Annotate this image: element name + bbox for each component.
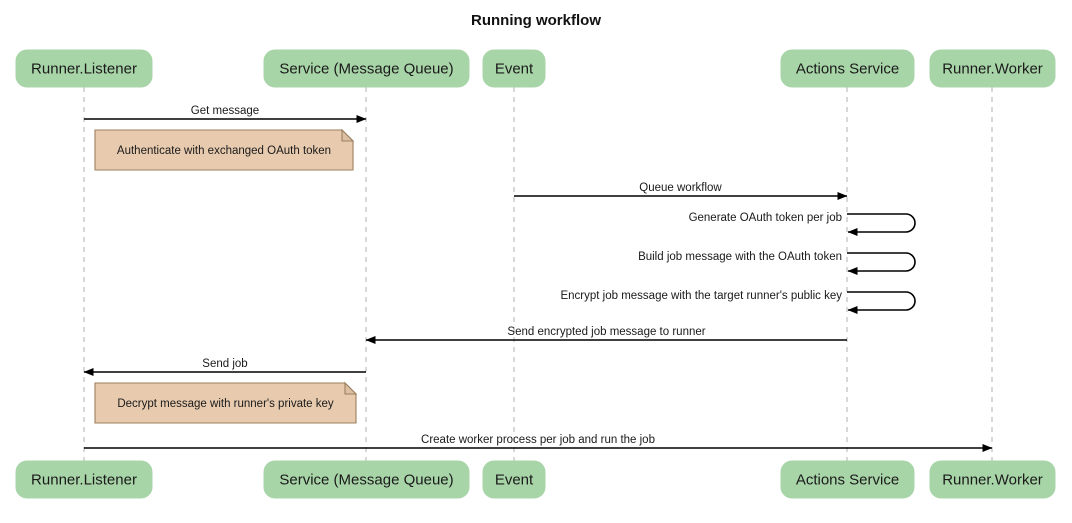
participant-label: Runner.Worker	[942, 471, 1043, 488]
message-create-worker-process-per-job-and-run-the-job[interactable]: Create worker process per job and run th…	[84, 434, 993, 452]
message-queue-workflow[interactable]: Queue workflow	[514, 182, 848, 200]
note-label: Authenticate with exchanged OAuth token	[117, 145, 331, 157]
note-label: Decrypt message with runner's private ke…	[117, 398, 334, 410]
message-send-encrypted-job-message-to-runner[interactable]: Send encrypted job message to runner	[365, 326, 847, 344]
note-authenticate: Authenticate with exchanged OAuth token	[94, 128, 355, 171]
participant-label: Event	[495, 60, 534, 77]
message-arrow	[847, 252, 916, 275]
participant-actions-service-top[interactable]: Actions Service	[780, 49, 915, 88]
message-label: Send job	[202, 358, 247, 370]
message-label: Encrypt job message with the target runn…	[560, 290, 842, 302]
participant-runner-worker-bottom[interactable]: Runner.Worker	[929, 460, 1056, 499]
message-generate-oauth-token-per-job[interactable]: Generate OAuth token per job	[689, 212, 916, 236]
message-get-message[interactable]: Get message	[84, 105, 367, 123]
participant-runner-listener-top[interactable]: Runner.Listener	[15, 49, 153, 88]
participant-event-bottom[interactable]: Event	[482, 460, 546, 499]
note-fold-corner-icon	[341, 128, 355, 142]
page-title: Running workflow	[471, 12, 601, 29]
participant-runner-worker-top[interactable]: Runner.Worker	[929, 49, 1056, 88]
message-arrow	[847, 291, 916, 314]
participant-label: Runner.Listener	[31, 471, 137, 488]
message-label: Build job message with the OAuth token	[638, 251, 842, 263]
note-decrypt: Decrypt message with runner's private ke…	[94, 381, 358, 424]
participant-service-mq-top[interactable]: Service (Message Queue)	[263, 49, 470, 88]
message-arrow	[847, 213, 916, 236]
participant-label: Runner.Listener	[31, 60, 137, 77]
participant-label: Service (Message Queue)	[279, 471, 453, 488]
participant-label: Service (Message Queue)	[279, 60, 453, 77]
message-label: Get message	[191, 105, 259, 117]
note-fold-corner-icon	[344, 381, 358, 395]
message-label: Queue workflow	[639, 182, 722, 194]
participant-label: Actions Service	[796, 60, 899, 77]
lifelines-layer	[83, 87, 993, 461]
message-label: Send encrypted job message to runner	[507, 326, 705, 338]
message-label: Create worker process per job and run th…	[421, 434, 655, 446]
message-encrypt-job-message-with-the-target-runners-public-key[interactable]: Encrypt job message with the target runn…	[560, 290, 916, 314]
note-body	[94, 382, 357, 424]
notes-layer: Authenticate with exchanged OAuth tokenD…	[94, 128, 358, 424]
participant-runner-listener-bottom[interactable]: Runner.Listener	[15, 460, 153, 499]
message-label: Generate OAuth token per job	[689, 212, 842, 224]
participant-event-top[interactable]: Event	[482, 49, 546, 88]
message-send-job[interactable]: Send job	[83, 358, 366, 376]
participant-service-mq-bottom[interactable]: Service (Message Queue)	[263, 460, 470, 499]
note-body	[94, 129, 354, 171]
participant-label: Runner.Worker	[942, 60, 1043, 77]
participant-label: Actions Service	[796, 471, 899, 488]
message-build-job-message-with-the-oauth-token[interactable]: Build job message with the OAuth token	[638, 251, 916, 275]
participant-label: Event	[495, 471, 534, 488]
participant-actions-service-bottom[interactable]: Actions Service	[780, 460, 915, 499]
